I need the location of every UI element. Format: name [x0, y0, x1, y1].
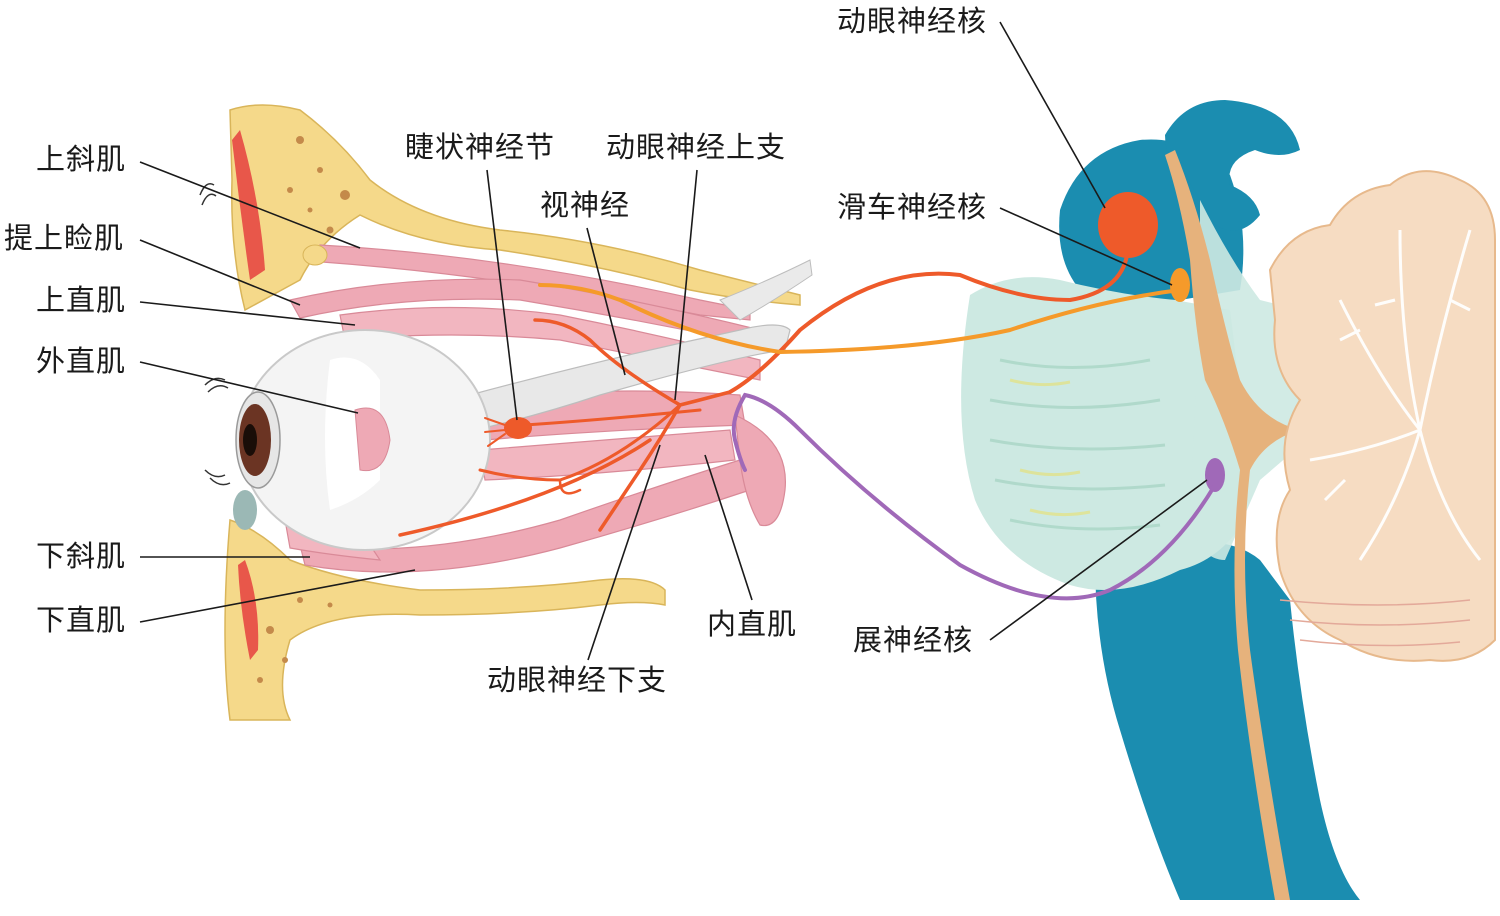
superior-rectus-muscle [339, 306, 761, 381]
trochlear-nucleus-shape [1170, 268, 1190, 302]
cerebellum [1268, 170, 1496, 662]
cerebral-aqueduct [1165, 150, 1300, 900]
abducens-nucleus-label: 展神经核 [853, 623, 974, 657]
medial-rectus-label: 内直肌 [707, 607, 798, 641]
ciliary-ganglion-shape [504, 417, 532, 439]
brainstem [961, 100, 1360, 900]
inferior-oblique-label: 下斜肌 [36, 539, 127, 573]
optic-nerve-label: 视神经 [540, 188, 631, 222]
oculomotor-superior-branch-label: 动眼神经上支 [606, 130, 787, 164]
trochlear-nucleus-label: 滑车神经核 [837, 190, 988, 224]
oculomotor-inferior-branch-label: 动眼神经下支 [487, 663, 668, 697]
levator-palpebrae-label: 提上睑肌 [4, 221, 125, 255]
trochlear-nerve [538, 283, 1182, 355]
medulla [1095, 542, 1360, 900]
medial-rectus-muscle [479, 429, 736, 481]
tectum [1165, 100, 1300, 231]
abducens-nucleus-shape [1205, 458, 1225, 492]
superior-oblique-label: 上斜肌 [36, 142, 127, 176]
nerves [398, 238, 1217, 601]
oculomotor-nucleus-label: 动眼神经核 [837, 4, 988, 38]
superior-rectus-label: 上直肌 [36, 283, 127, 317]
oculomotor-nucleus-shape [1098, 192, 1158, 258]
lateral-rectus-label: 外直肌 [36, 344, 127, 378]
leader-lines [139, 21, 1208, 661]
eyeball [199, 183, 491, 551]
ciliary-ganglion-label: 睫状神经节 [405, 130, 556, 164]
inferior-rectus-label: 下直肌 [36, 603, 127, 637]
oculomotor-nerve [728, 238, 1131, 394]
abducens-nerve [731, 392, 1217, 601]
